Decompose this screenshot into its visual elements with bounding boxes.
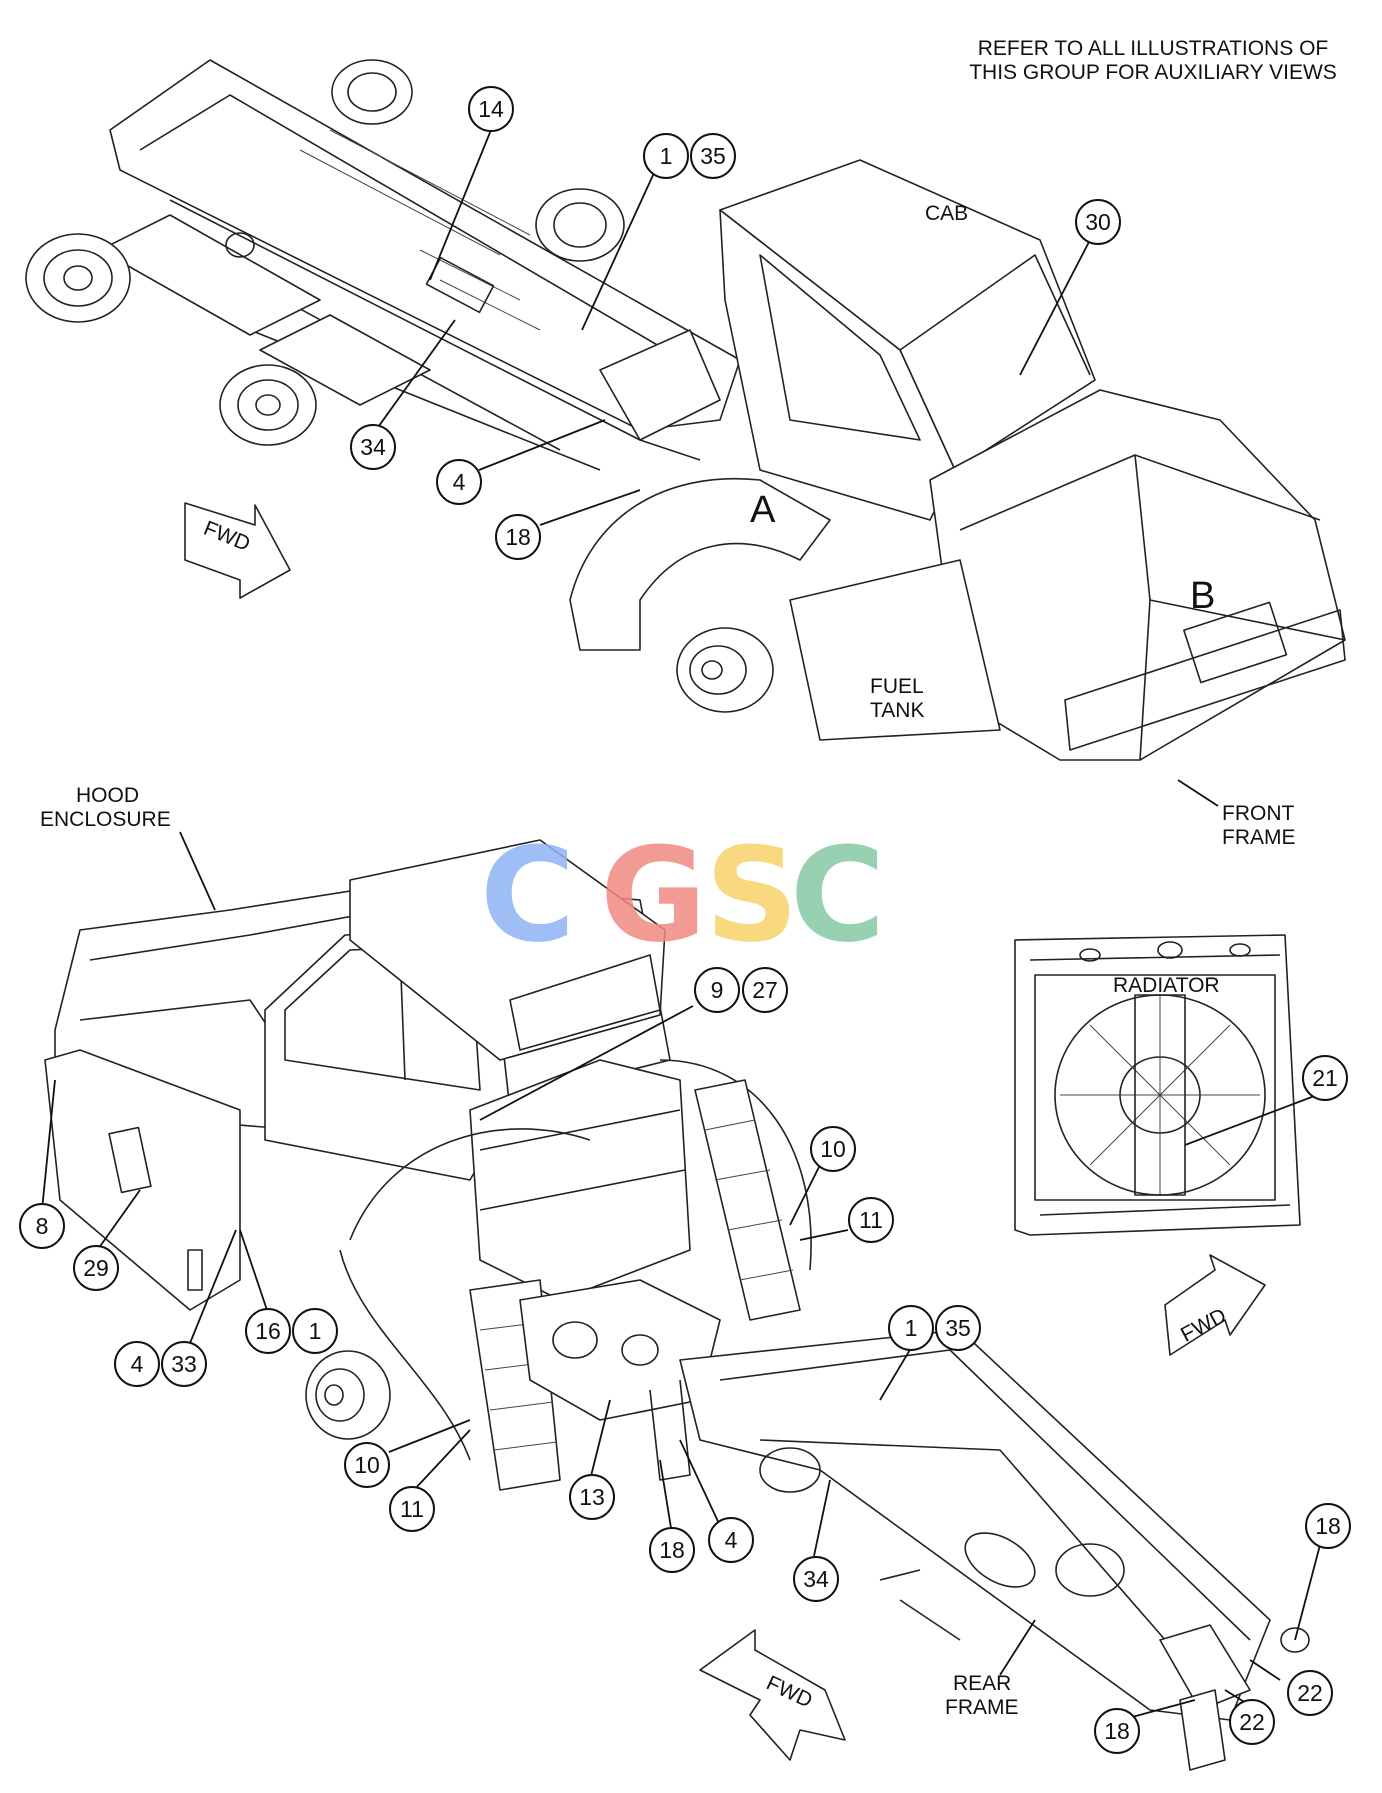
svg-text:27: 27	[752, 977, 778, 1003]
view-b-label: B	[1190, 575, 1215, 617]
callout-34-bottom: 34	[793, 1556, 839, 1602]
svg-text:13: 13	[579, 1484, 605, 1510]
callout-10-lower: 10	[344, 1442, 390, 1488]
svg-text:18: 18	[505, 524, 531, 550]
callout-4-left: 4	[114, 1341, 160, 1387]
callout-18-mid: 18	[649, 1527, 695, 1573]
svg-text:21: 21	[1312, 1065, 1338, 1091]
fuel-tank-label-2: TANK	[870, 699, 924, 722]
fwd-arrow-radiator: FWD	[1164, 1254, 1266, 1356]
header-note-line-1: REFER TO ALL ILLUSTRATIONS OF	[978, 37, 1328, 60]
svg-text:9: 9	[711, 977, 724, 1003]
svg-text:18: 18	[659, 1537, 685, 1563]
svg-text:35: 35	[945, 1315, 971, 1341]
rear-frame-label-1: REAR	[953, 1672, 1011, 1695]
svg-text:14: 14	[478, 96, 504, 122]
svg-text:11: 11	[400, 1496, 424, 1522]
callout-14: 14	[468, 86, 514, 132]
callout-10-upper: 10	[810, 1126, 856, 1172]
hood-enclosure-label-1: HOOD	[76, 784, 139, 807]
svg-text:18: 18	[1315, 1513, 1341, 1539]
svg-text:10: 10	[354, 1452, 380, 1478]
callout-1-mid: 1	[292, 1308, 338, 1354]
watermark-letter-c2: C	[790, 819, 885, 971]
svg-text:29: 29	[83, 1255, 109, 1281]
callout-18-top: 18	[495, 514, 541, 560]
svg-text:22: 22	[1239, 1709, 1265, 1735]
callout-8: 8	[19, 1203, 65, 1249]
callout-33: 33	[161, 1341, 207, 1387]
callout-1-bottom: 1	[888, 1305, 934, 1351]
front-frame-label-2: FRAME	[1222, 826, 1296, 849]
callout-18-bottom: 18	[1094, 1708, 1140, 1754]
svg-text:33: 33	[171, 1351, 197, 1377]
svg-text:11: 11	[859, 1207, 883, 1233]
callout-27: 27	[742, 967, 788, 1013]
callout-30: 30	[1075, 199, 1121, 245]
callout-34-top: 34	[350, 424, 396, 470]
fwd-arrow-top: FWD	[184, 502, 291, 599]
fuel-tank-label-1: FUEL	[870, 675, 924, 698]
bottom-machine-illustration: HOOD ENCLOSURE	[40, 784, 1310, 1771]
top-machine-illustration: CAB B A FUEL TANK FRONT FRAME FWD	[25, 59, 1346, 849]
callout-22-right: 22	[1287, 1670, 1333, 1716]
view-a-label: A	[750, 489, 776, 531]
svg-text:8: 8	[36, 1213, 49, 1239]
callout-16: 16	[245, 1308, 291, 1354]
callout-35-top: 35	[690, 133, 736, 179]
callout-11-upper: 11	[848, 1197, 894, 1243]
fwd-arrow-bottom: FWD	[699, 1629, 846, 1761]
svg-text:35: 35	[700, 143, 726, 169]
top-leader-lines	[375, 129, 1091, 526]
svg-text:1: 1	[660, 143, 673, 169]
header-note-line-2: THIS GROUP FOR AUXILIARY VIEWS	[969, 61, 1337, 84]
hood-enclosure-label-2: ENCLOSURE	[40, 808, 171, 831]
callout-35-bottom: 35	[935, 1305, 981, 1351]
watermark-letter-c1: C	[480, 819, 575, 971]
svg-text:1: 1	[905, 1315, 918, 1341]
cab-label: CAB	[925, 202, 968, 225]
watermark-logo: C G S C	[480, 819, 885, 971]
callout-9: 9	[694, 967, 740, 1013]
svg-text:4: 4	[725, 1527, 738, 1553]
radiator-inset: RADIATOR FWD	[1014, 934, 1301, 1356]
svg-text:16: 16	[255, 1318, 281, 1344]
svg-text:1: 1	[309, 1318, 322, 1344]
svg-text:4: 4	[453, 469, 466, 495]
callout-18-right: 18	[1305, 1503, 1351, 1549]
svg-text:34: 34	[803, 1566, 829, 1592]
callout-29: 29	[73, 1245, 119, 1291]
callout-4-top: 4	[436, 459, 482, 505]
callout-22-bottom: 22	[1229, 1699, 1275, 1745]
svg-text:10: 10	[820, 1136, 846, 1162]
radiator-label: RADIATOR	[1113, 974, 1220, 997]
svg-text:22: 22	[1297, 1680, 1323, 1706]
svg-text:34: 34	[360, 434, 386, 460]
callout-4-mid: 4	[708, 1517, 754, 1563]
watermark-letter-s: S	[705, 819, 799, 971]
callout-21: 21	[1302, 1055, 1348, 1101]
callout-13: 13	[569, 1474, 615, 1520]
svg-text:30: 30	[1085, 209, 1111, 235]
svg-text:18: 18	[1104, 1718, 1130, 1744]
rear-frame-label-2: FRAME	[945, 1696, 1019, 1719]
svg-text:4: 4	[131, 1351, 144, 1377]
watermark-letter-g: G	[600, 819, 707, 971]
callout-11-lower: 11	[389, 1486, 435, 1532]
front-frame-label-1: FRONT	[1222, 802, 1294, 825]
callout-1-top: 1	[643, 133, 689, 179]
